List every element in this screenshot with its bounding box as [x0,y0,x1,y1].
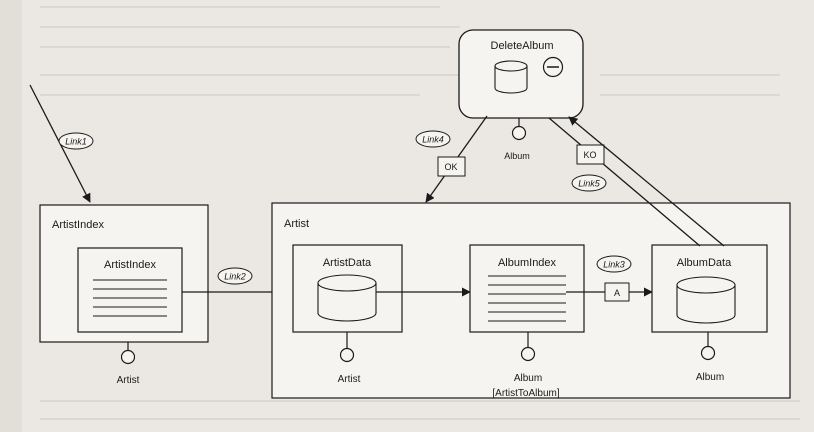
bleed-through-text [40,6,800,420]
album-index-port-icon [520,346,536,362]
tag-ok: OK [437,156,466,177]
tag-ko-text: KO [583,150,596,160]
artist-title: Artist [284,218,309,230]
artist-index-list-icon [93,279,167,317]
link4-text: Link4 [422,135,444,145]
page-gutter [0,0,22,432]
artist-index-port-icon [120,349,136,365]
album-data-title: AlbumData [677,257,732,269]
link5-text: Link5 [578,179,601,189]
tag-a: A [604,282,630,302]
album-index-port-label: Album [514,373,542,384]
album-data-database-icon [676,276,736,324]
link1-text: Link1 [65,137,87,147]
link2-text: Link2 [224,272,246,282]
link2-label: Link2 [217,267,253,285]
ko-line [548,117,701,247]
link5-label: Link5 [571,174,607,192]
artist-index-inner-box [77,247,183,333]
artist-data-database-icon [317,274,377,322]
link5-arrow [568,116,725,247]
album-index-port-sublabel: [ArtistToAlbum] [492,388,559,399]
tag-ko: KO [576,144,605,165]
artist-data-port-icon [339,347,355,363]
delete-album-title: DeleteAlbum [491,40,554,52]
link1-label: Link1 [58,132,94,150]
link3-text: Link3 [603,260,625,270]
artist-data-port-label: Artist [338,374,361,385]
album-index-list-icon [488,275,566,322]
album-data-port-label: Album [696,372,724,383]
delete-album-port-label: Album [504,151,530,161]
artist-index-inner-title: ArtistIndex [104,259,156,271]
artist-index-title: ArtistIndex [52,219,104,231]
tag-ok-text: OK [444,162,457,172]
album-index-box [469,244,585,333]
artist-index-port-label: Artist [117,375,140,386]
delete-album-port-icon [511,125,527,141]
link3-label: Link3 [596,255,632,273]
artist-data-title: ArtistData [323,257,372,269]
tag-a-text: A [614,288,620,298]
album-index-title: AlbumIndex [498,257,557,269]
delete-operation-icon [542,56,564,78]
album-data-port-icon [700,345,716,361]
delete-album-database-icon [494,60,528,94]
link4-label: Link4 [415,130,451,148]
